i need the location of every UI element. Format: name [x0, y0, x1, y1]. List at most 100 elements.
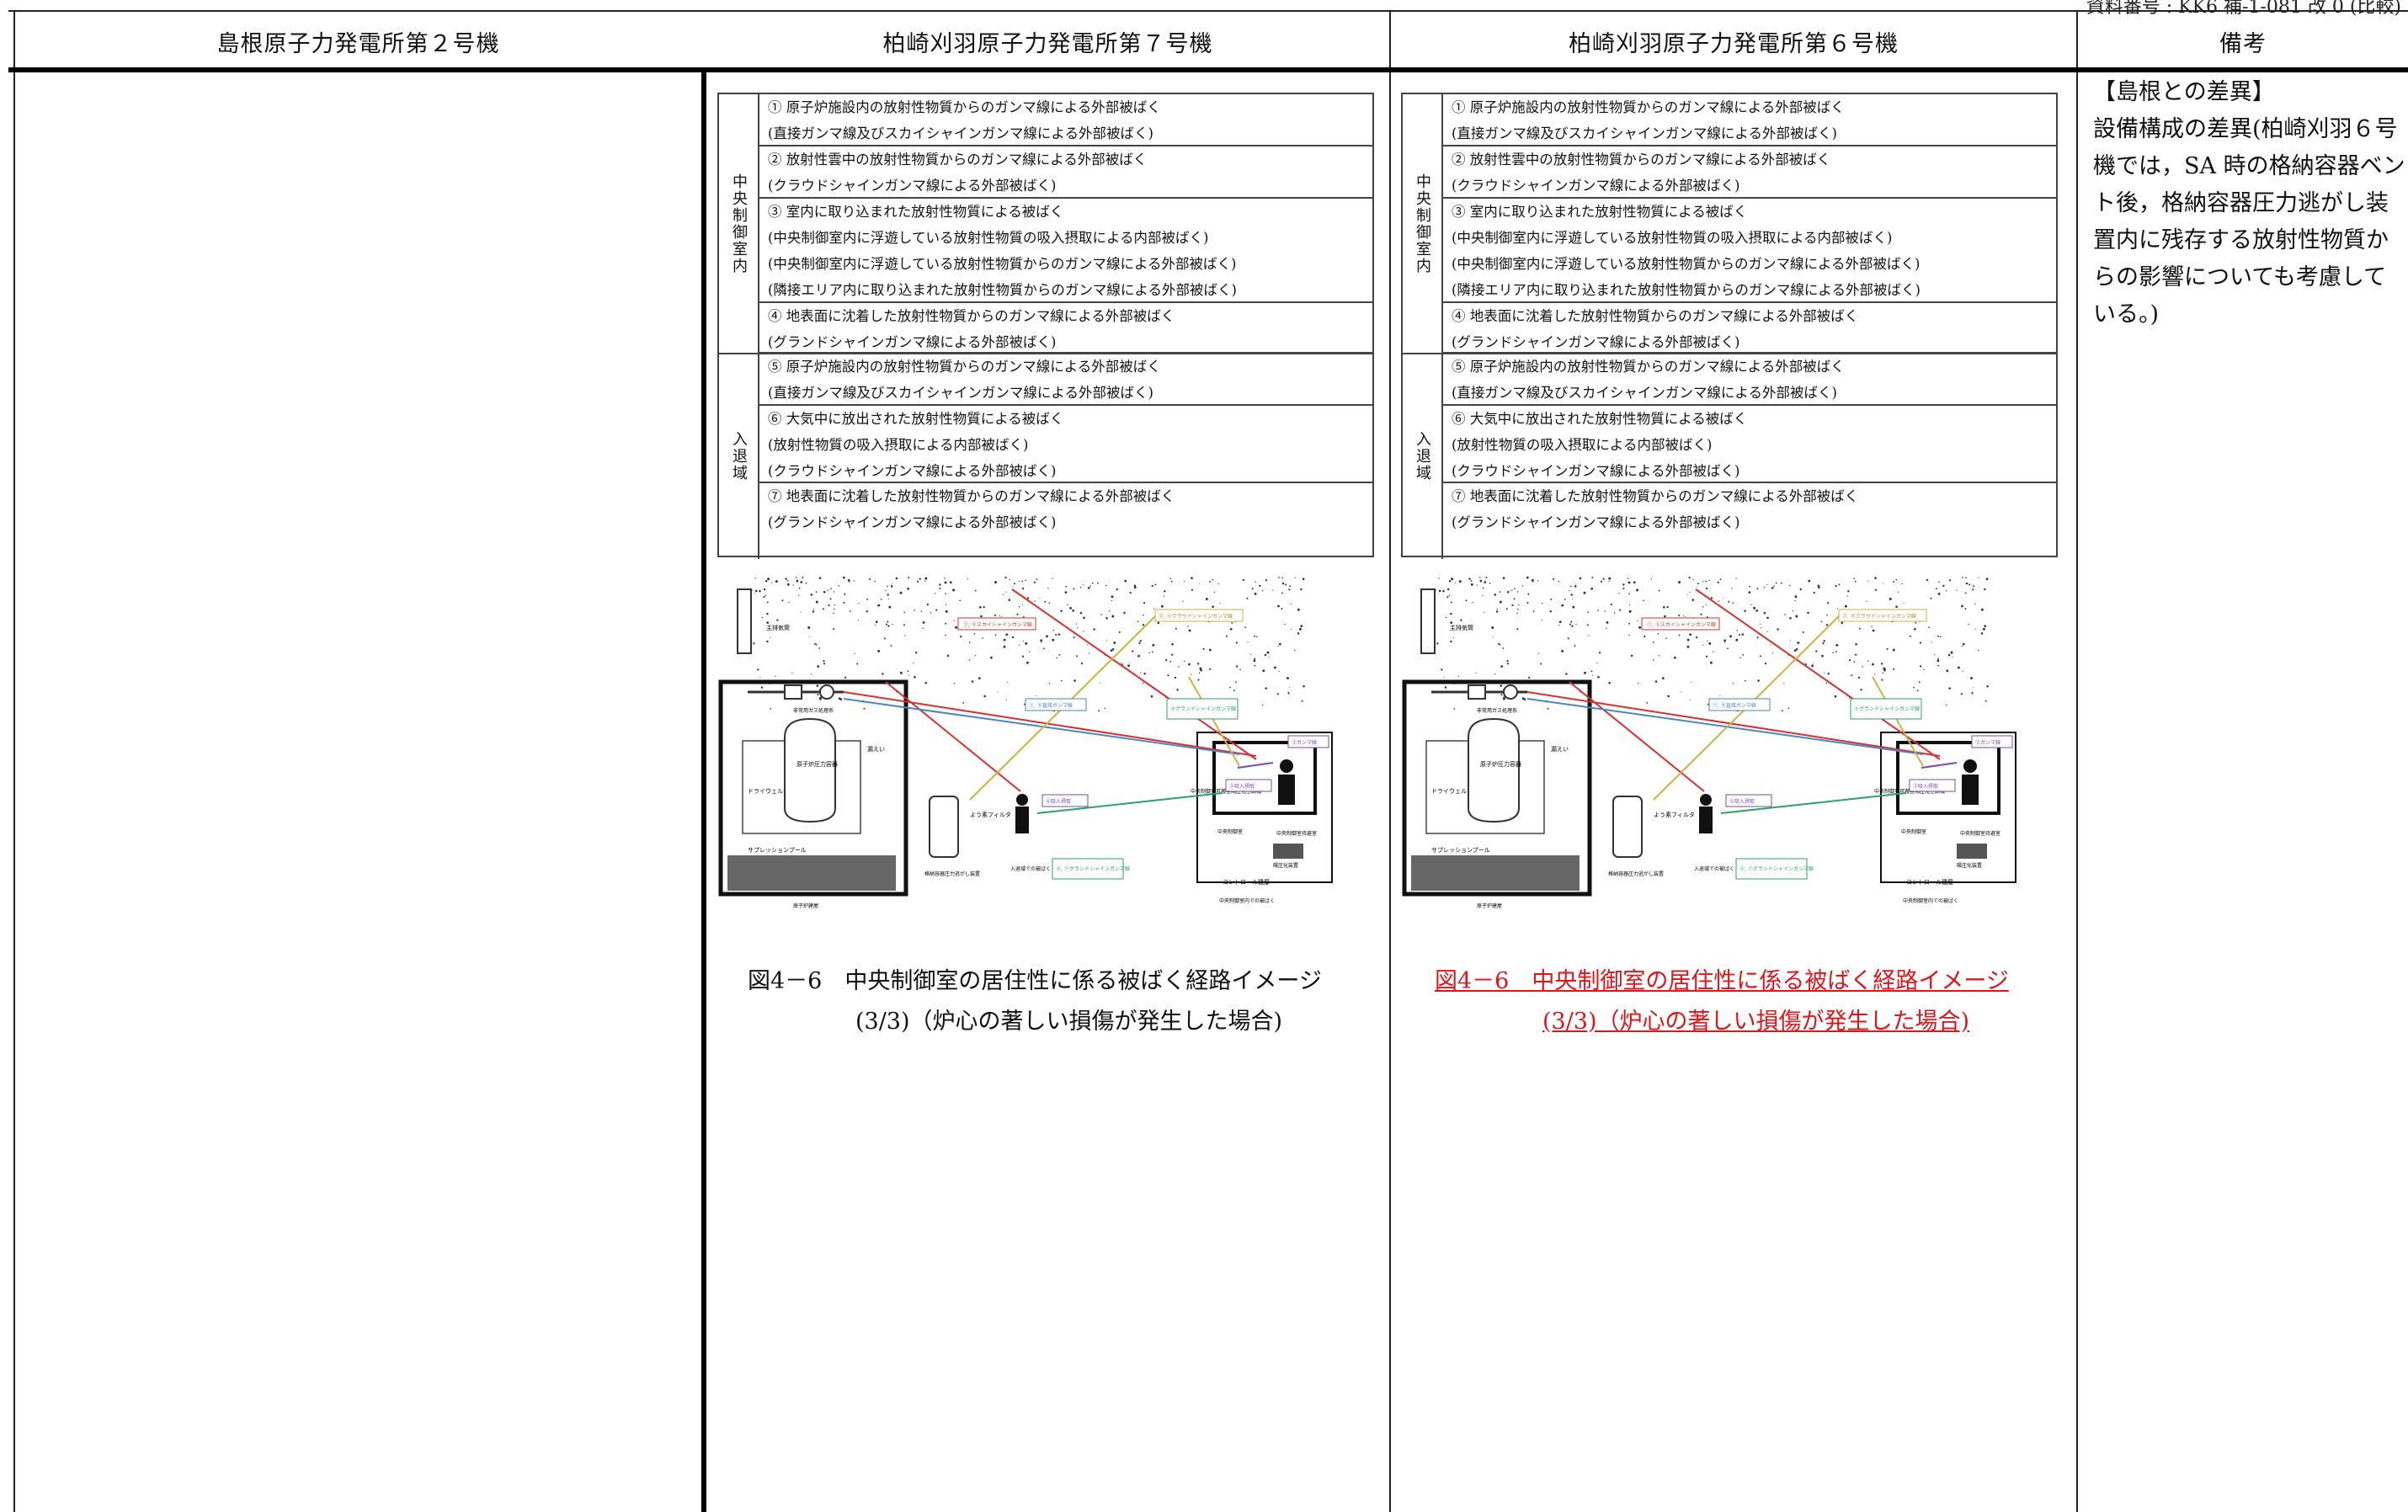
cloud-dot	[1872, 629, 1875, 632]
cloud-dot	[1764, 663, 1767, 665]
cloud-dot	[877, 604, 879, 607]
cloud-dot	[1502, 647, 1505, 649]
cloud-dot	[953, 620, 955, 622]
cloud-dot	[1775, 582, 1777, 584]
cloud-dot	[1448, 579, 1452, 583]
cloud-dot	[1023, 615, 1025, 618]
cloud-dot	[1575, 583, 1577, 585]
path-row-5: ⑤ 原子炉施設内の放射性物質からのガンマ線による外部被ばく(直接ガンマ線及びスカ…	[759, 354, 1372, 406]
cloud-dot	[1853, 578, 1855, 580]
cloud-dot	[1265, 579, 1268, 582]
cloud-dot	[1061, 679, 1063, 682]
cloud-dot	[1184, 580, 1185, 582]
cloud-dot	[883, 637, 886, 640]
svg-text:コントロール建屋: コントロール建屋	[1223, 878, 1270, 886]
cloud-dot	[1289, 686, 1291, 688]
cloud-dot	[1571, 625, 1574, 627]
cloud-dot	[1003, 594, 1004, 595]
cloud-dot	[1079, 611, 1083, 615]
cloud-dot	[1771, 652, 1774, 654]
cloud-dot	[1678, 581, 1681, 584]
column-header-remarks: 備考	[2219, 30, 2267, 57]
cloud-dot	[1973, 585, 1975, 588]
cloud-dot	[967, 578, 969, 580]
cloud-dot	[1622, 587, 1625, 590]
cloud-dot	[1048, 683, 1051, 684]
cloud-dot	[833, 612, 834, 615]
cloud-dot	[1561, 649, 1564, 652]
cloud-dot	[1003, 638, 1006, 642]
cloud-dot	[1132, 650, 1134, 652]
cloud-dot	[1705, 587, 1708, 590]
cloud-dot	[1950, 651, 1953, 654]
cloud-dot	[1191, 577, 1193, 579]
cloud-dot	[1717, 581, 1719, 583]
cloud-dot	[834, 604, 836, 606]
cloud-dot	[1628, 634, 1630, 636]
cloud-dot	[945, 622, 947, 625]
cloud-dot	[1152, 643, 1155, 647]
cloud-dot	[914, 652, 918, 654]
cloud-dot	[1261, 590, 1264, 592]
cloud-dot	[795, 577, 797, 578]
cloud-dot	[1288, 588, 1291, 591]
svg-text:よう素フィルタ: よう素フィルタ	[970, 811, 1011, 818]
cloud-dot	[1834, 695, 1837, 698]
cloud-dot	[1705, 604, 1707, 606]
cloud-dot	[1052, 630, 1055, 631]
cloud-dot	[1255, 636, 1258, 638]
cloud-dot	[869, 578, 871, 580]
cloud-dot	[1298, 627, 1302, 631]
svg-text:原子炉建屋: 原子炉建屋	[793, 902, 818, 909]
cloud-dot	[1570, 585, 1572, 588]
cloud-dot	[1744, 610, 1746, 613]
cloud-dot	[1586, 624, 1589, 626]
cloud-dot	[1104, 707, 1106, 709]
figure-caption-changed: 図4－6 中央制御室の居住性に係る被ばく経路イメージ(3/3)（炉心の著しい損傷…	[1435, 968, 2009, 1035]
svg-text:漏えい: 漏えい	[867, 745, 885, 753]
svg-text:漏えい: 漏えい	[1551, 745, 1569, 753]
group-control-room: 中央制御室内	[719, 94, 759, 354]
cloud-dot	[1046, 635, 1048, 638]
cloud-dot	[1628, 578, 1629, 579]
figure-caption: 図4－6 中央制御室の居住性に係る被ばく経路イメージ(3/3)（炉心の著しい損傷…	[748, 968, 1322, 1035]
cloud-dot	[1926, 578, 1929, 582]
cloud-dot	[1844, 604, 1847, 608]
cloud-dot	[1174, 676, 1177, 679]
cloud-dot	[1073, 588, 1075, 590]
sgts-unit	[784, 684, 802, 700]
cloud-dot	[1895, 605, 1898, 608]
cloud-dot	[1835, 643, 1839, 647]
cloud-dot	[1443, 677, 1445, 679]
cloud-dot	[1188, 663, 1191, 666]
cloud-dot	[1291, 628, 1292, 630]
cloud-dot	[1250, 653, 1252, 655]
cloud-dot	[1790, 639, 1792, 641]
cloud-dot	[1915, 621, 1917, 624]
cloud-dot	[1710, 597, 1713, 599]
cloud-dot	[1118, 631, 1121, 634]
cloud-dot	[1610, 603, 1612, 606]
cloud-dot	[1836, 607, 1838, 609]
cloud-dot	[1300, 588, 1303, 591]
cloud-dot	[1254, 664, 1256, 667]
cloud-dot	[1019, 644, 1020, 646]
cloud-dot	[1583, 591, 1586, 594]
cloud-dot	[1129, 591, 1132, 594]
cloud-dot	[1860, 689, 1862, 691]
cloud-dot	[1143, 602, 1146, 604]
cloud-dot	[1644, 636, 1646, 638]
cloud-dot	[1702, 644, 1704, 646]
path-ground-entry	[1036, 792, 1223, 814]
cloud-dot	[792, 584, 794, 586]
cloud-dot	[1592, 674, 1594, 676]
cloud-dot	[1287, 677, 1289, 679]
cloud-dot	[1485, 577, 1488, 578]
cloud-dot	[1113, 642, 1116, 644]
cloud-dot	[1540, 663, 1542, 665]
cloud-dot	[1688, 576, 1691, 579]
reactor-building	[718, 679, 908, 897]
cloud-dot	[812, 610, 815, 613]
cloud-dot	[1984, 700, 1987, 702]
cloud-dot	[775, 580, 778, 583]
